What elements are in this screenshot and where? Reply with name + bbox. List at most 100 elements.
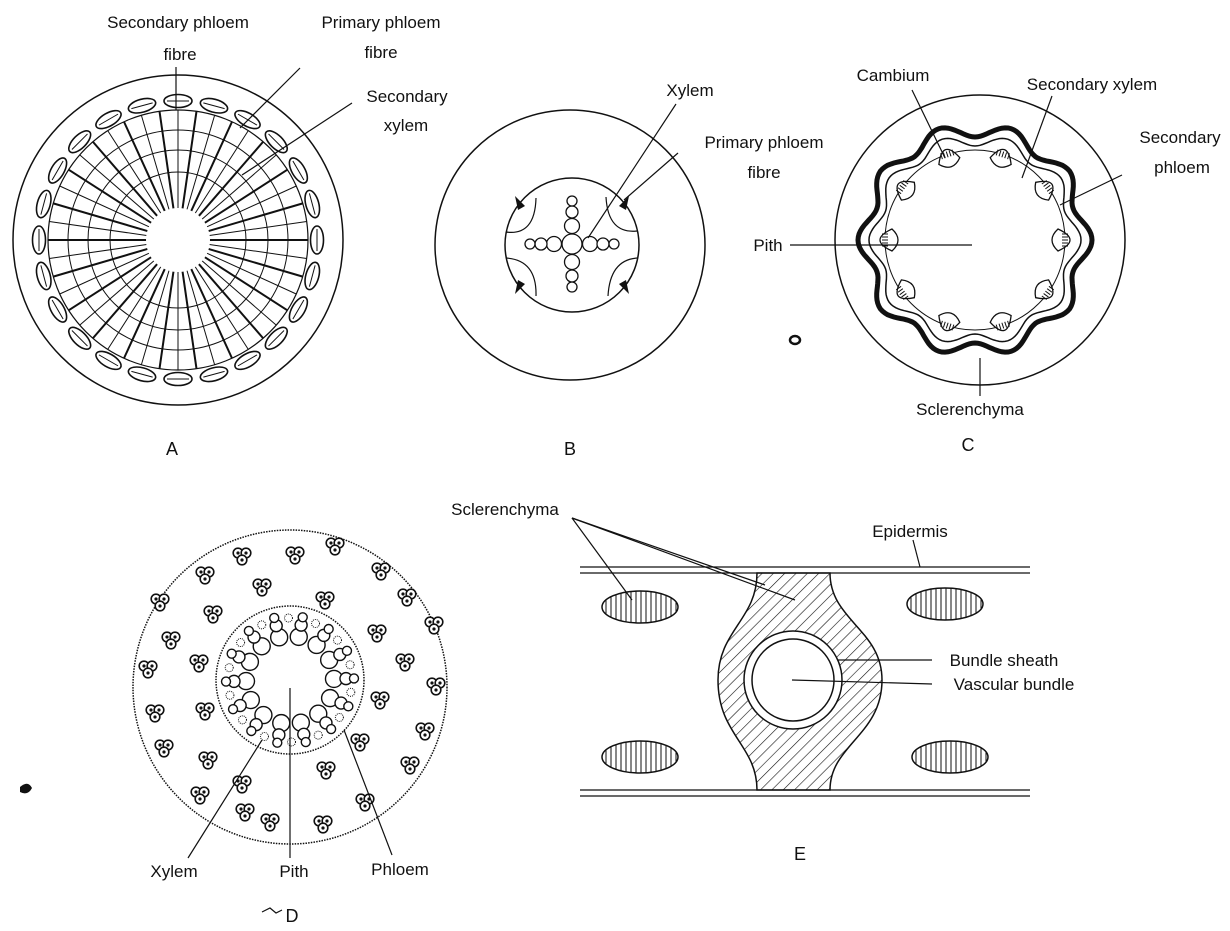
a-ray <box>182 111 196 210</box>
d-label-phloem: Phloem <box>371 860 429 879</box>
b-leader-primary-phloem-fibre <box>624 153 678 200</box>
panel-c-letter: C <box>962 435 975 455</box>
d-xylem-vessel <box>222 677 231 686</box>
a-ray <box>186 269 214 365</box>
panel-d: Xylem Pith Phloem D <box>20 530 447 926</box>
d-phloem-patch <box>314 731 322 739</box>
b-xylem-vessel <box>535 238 547 250</box>
a-fibre <box>33 226 46 254</box>
d-sclerenchyma-cluster <box>155 740 173 757</box>
a-ray <box>49 244 148 258</box>
d-phloem-patch <box>335 713 343 721</box>
e-label-bundle-sheath: Bundle sheath <box>950 651 1059 670</box>
e-label-vascular-bundle: Vascular bundle <box>954 675 1075 694</box>
b-xylem-vessel <box>547 237 562 252</box>
a-ray <box>208 221 307 235</box>
a-fibre <box>286 155 311 186</box>
d-sclerenchyma-cluster <box>396 654 414 671</box>
c-pith-circle <box>885 150 1065 330</box>
a-ray <box>141 115 169 211</box>
a-xylem-rays <box>48 110 308 370</box>
e-label-sclerenchyma: Sclerenchyma <box>451 500 559 519</box>
a-ray <box>186 115 214 211</box>
d-sclerenchyma-cluster <box>162 632 180 649</box>
b-label-primary-phloem-fibre-2: fibre <box>747 163 780 182</box>
a-fibre <box>286 294 311 325</box>
d-sclerenchyma-cluster <box>191 787 209 804</box>
b-xylem-vessel <box>566 270 578 282</box>
d-sclerenchyma-cluster <box>372 563 390 580</box>
d-xylem-vessel <box>344 702 353 711</box>
c-label-cambium: Cambium <box>857 66 930 85</box>
b-xylem-vessel <box>566 206 578 218</box>
c-bundle <box>988 310 1014 334</box>
d-xylem-vessel <box>324 625 333 634</box>
d-sclerenchyma-cluster <box>196 703 214 720</box>
a-label-secondary-phloem-fibre-2: fibre <box>163 45 196 64</box>
a-label-secondary-phloem-fibre-1: Secondary phloem <box>107 13 249 32</box>
d-sclerenchyma-cluster <box>233 776 251 793</box>
panel-d-letter: D <box>286 906 299 926</box>
a-ray <box>182 270 196 369</box>
a-fibre <box>232 348 263 373</box>
c-speck <box>790 336 800 344</box>
c-bundle <box>1031 276 1058 304</box>
a-fibre <box>93 348 124 373</box>
b-xylem-vessel <box>583 237 598 252</box>
a-fibre <box>311 226 324 254</box>
c-label-secondary-xylem: Secondary xylem <box>1027 75 1157 94</box>
d-sclerenchyma-cluster <box>286 547 304 564</box>
a-fibre <box>93 107 124 132</box>
e-label-epidermis: Epidermis <box>872 522 948 541</box>
d-phloem-patch <box>238 716 246 724</box>
e-leader-sclerenchyma-girder-2 <box>572 518 795 600</box>
d-phloem-patch <box>334 636 342 644</box>
d-sclerenchyma-cluster <box>317 762 335 779</box>
d-sclerenchyma-cluster <box>261 814 279 831</box>
a-fibre <box>164 95 192 108</box>
d-phloem-patch <box>347 688 355 696</box>
b-xylem-vessel <box>565 255 580 270</box>
c-label-sclerenchyma: Sclerenchyma <box>916 400 1024 419</box>
d-sclerenchyma-cluster <box>416 723 434 740</box>
d-phloem-patch <box>225 664 233 672</box>
a-fibre <box>164 373 192 386</box>
d-sclerenchyma-cluster <box>425 617 443 634</box>
c-bundle <box>935 310 961 334</box>
d-xylem-vessel <box>244 626 253 635</box>
d-label-pith: Pith <box>279 862 308 881</box>
b-xylem-vessel <box>562 234 582 254</box>
a-ray <box>159 111 173 210</box>
c-bundle <box>892 276 919 304</box>
a-ray <box>207 248 303 276</box>
b-label-xylem: Xylem <box>666 81 713 100</box>
d-label-xylem: Xylem <box>150 862 197 881</box>
panel-b-letter: B <box>564 439 576 459</box>
d-xylem-vessel <box>301 738 310 747</box>
d-sclerenchyma-cluster <box>236 804 254 821</box>
d-sclerenchyma-cluster <box>371 692 389 709</box>
d-xylem-vessel <box>349 674 358 683</box>
a-pith <box>146 208 210 272</box>
c-leader-secondary-xylem <box>1022 96 1052 178</box>
e-epidermis-bottom <box>580 790 1030 796</box>
a-fibre <box>45 155 70 186</box>
a-ray <box>208 244 307 258</box>
b-leader-xylem <box>588 104 676 238</box>
panel-a: Secondary phloem fibre Primary phloem fi… <box>13 13 448 459</box>
d-sclerenchyma-cluster <box>190 655 208 672</box>
b-xylem-vessel <box>525 239 535 249</box>
b-xylem-vessel <box>567 196 577 206</box>
d-sclerenchyma-cluster <box>139 661 157 678</box>
a-ray <box>141 269 169 365</box>
b-xylem-vessel <box>567 282 577 292</box>
d-sclerenchyma-cluster <box>233 548 251 565</box>
a-ray <box>159 270 173 369</box>
a-fibre <box>65 127 94 156</box>
d-xylem-vessel <box>327 725 336 734</box>
c-leader-secondary-phloem <box>1060 175 1122 205</box>
a-fibre <box>65 324 94 353</box>
panel-c: Cambium Secondary xylem Secondary phloem… <box>753 66 1221 455</box>
d-xylem-vessel <box>273 738 282 747</box>
